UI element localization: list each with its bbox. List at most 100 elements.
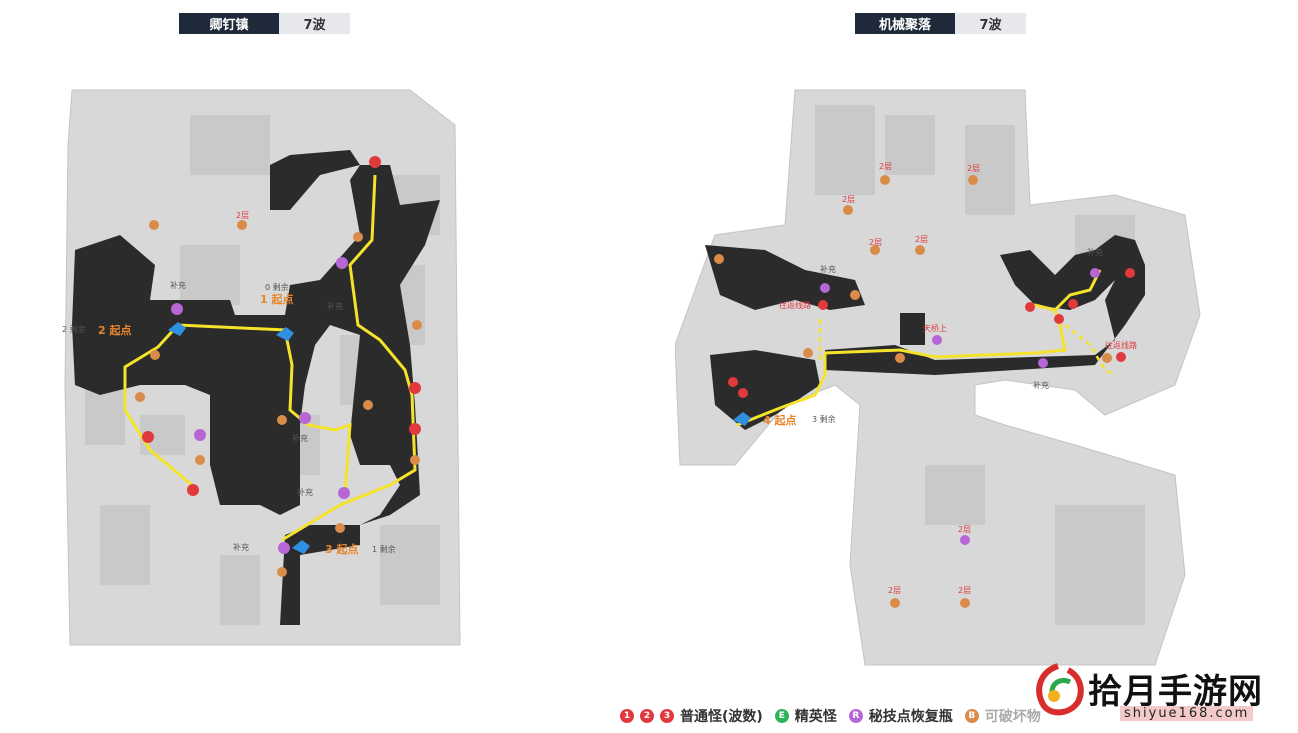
normal-marker bbox=[369, 156, 381, 168]
right-route-label: 往返线路 bbox=[1105, 340, 1137, 350]
left-map-wave: 7波 bbox=[279, 13, 350, 34]
left-map-start-icons bbox=[168, 322, 310, 554]
right-floor2-label: 2层 bbox=[888, 586, 901, 595]
breakable-marker bbox=[277, 567, 287, 577]
recover-marker bbox=[338, 487, 350, 499]
normal-marker bbox=[1125, 268, 1135, 278]
right-map-name: 机械聚落 bbox=[855, 13, 955, 34]
watermark-url: shiyue168.com bbox=[1120, 706, 1254, 721]
right-floor2-label: 2层 bbox=[879, 162, 892, 171]
right-map-buildings bbox=[815, 105, 1145, 625]
breakable-marker bbox=[915, 245, 925, 255]
recover-marker bbox=[336, 257, 348, 269]
breakable-marker bbox=[1102, 353, 1112, 363]
normal-marker bbox=[1054, 314, 1064, 324]
right-route-label: 往返线路 bbox=[779, 300, 811, 310]
breakable-marker bbox=[237, 220, 247, 230]
right-map-wave: 7波 bbox=[955, 13, 1026, 34]
legend-elite-label: 精英怪 bbox=[794, 709, 837, 725]
recover-marker bbox=[194, 429, 206, 441]
breakable-marker bbox=[714, 254, 724, 264]
left-map-name: 卿钉镇 bbox=[179, 13, 279, 34]
left-rem0-label: 0 剩余 bbox=[265, 282, 289, 292]
normal-marker bbox=[1025, 302, 1035, 312]
normal-marker bbox=[738, 388, 748, 398]
right-floor2-label: 2层 bbox=[967, 164, 980, 173]
legend-elite-icon: E bbox=[774, 709, 789, 723]
normal-marker bbox=[1068, 299, 1078, 309]
left-rem1-label: 1 剩余 bbox=[372, 544, 396, 554]
breakable-marker bbox=[195, 455, 205, 465]
right-map-header: 机械聚落 7波 bbox=[855, 13, 1026, 34]
left-map: 1 起点 2 起点 3 起点 0 剩余 2 剩余 1 剩余 补充 补充 补充 补… bbox=[62, 89, 461, 646]
legend-recover-icon: R bbox=[848, 709, 863, 723]
breakable-marker bbox=[843, 205, 853, 215]
left-supply-label: 补充 bbox=[170, 280, 186, 290]
right-map-markers bbox=[714, 175, 1135, 608]
normal-marker bbox=[728, 377, 738, 387]
breakable-marker bbox=[803, 348, 813, 358]
left-supply-label: 补充 bbox=[292, 433, 308, 443]
left-map-header: 卿钉镇 7波 bbox=[179, 13, 350, 34]
breakable-marker bbox=[870, 245, 880, 255]
normal-marker bbox=[1116, 352, 1126, 362]
left-start1-label: 1 起点 bbox=[260, 292, 293, 306]
legend-breakable-icon: B bbox=[964, 709, 979, 723]
right-floor2-label: 2层 bbox=[915, 235, 928, 244]
right-floor2-label: 2层 bbox=[869, 238, 882, 247]
start-icon bbox=[733, 412, 751, 426]
recover-marker bbox=[820, 283, 830, 293]
right-floor2-label: 2层 bbox=[958, 586, 971, 595]
breakable-marker bbox=[410, 455, 420, 465]
normal-marker bbox=[818, 300, 828, 310]
recover-marker bbox=[932, 335, 942, 345]
right-map-dashed-route bbox=[818, 315, 1116, 377]
right-bridge-label: 天桥上 bbox=[923, 323, 947, 333]
left-start2-label: 2 起点 bbox=[98, 323, 131, 337]
breakable-marker bbox=[880, 175, 890, 185]
right-rem3-label: 3 剩余 bbox=[812, 414, 836, 424]
right-floor2-label: 2层 bbox=[842, 195, 855, 204]
left-map-walkable bbox=[72, 165, 440, 625]
breakable-marker bbox=[363, 400, 373, 410]
right-floor2-label: 2层 bbox=[958, 525, 971, 534]
normal-marker bbox=[187, 484, 199, 496]
watermark: 拾月手游网 shiyue168.com bbox=[1030, 660, 1290, 730]
legend-normal-2-icon: 2 bbox=[640, 709, 654, 723]
legend-recover-label: 秘技点恢复瓶 bbox=[868, 709, 953, 725]
breakable-marker bbox=[353, 232, 363, 242]
left-supply-label: 补充 bbox=[327, 301, 343, 311]
recover-marker bbox=[171, 303, 183, 315]
right-supply-label: 补充 bbox=[1087, 247, 1103, 257]
normal-marker bbox=[409, 423, 421, 435]
left-map-spur bbox=[270, 150, 360, 210]
legend-normal-1-icon: 1 bbox=[620, 709, 634, 723]
watermark-logo-icon bbox=[1036, 663, 1084, 716]
breakable-marker bbox=[960, 598, 970, 608]
left-supply-label: 补充 bbox=[297, 487, 313, 497]
breakable-marker bbox=[335, 523, 345, 533]
legend-normal-label: 普通怪(波数) bbox=[680, 709, 763, 725]
left-floor2-label: 2层 bbox=[236, 211, 249, 220]
legend-breakable-label: 可破坏物 bbox=[984, 709, 1041, 725]
left-map-markers bbox=[135, 156, 422, 577]
breakable-marker bbox=[149, 220, 159, 230]
breakable-marker bbox=[412, 320, 422, 330]
breakable-marker bbox=[968, 175, 978, 185]
recover-marker bbox=[1038, 358, 1048, 368]
map-legend: 1 2 3 普通怪(波数) E 精英怪 R 秘技点恢复瓶 B 可破坏物 bbox=[620, 706, 1041, 726]
breakable-marker bbox=[277, 415, 287, 425]
normal-marker bbox=[142, 431, 154, 443]
start-icon bbox=[276, 327, 294, 341]
right-map-walkable bbox=[705, 235, 1145, 430]
breakable-marker bbox=[890, 598, 900, 608]
start-icon bbox=[168, 322, 186, 336]
start-icon bbox=[292, 540, 310, 554]
right-supply-label: 补充 bbox=[1033, 380, 1049, 390]
left-supply-label: 补充 bbox=[233, 542, 249, 552]
normal-marker bbox=[409, 382, 421, 394]
recover-marker bbox=[1090, 268, 1100, 278]
breakable-marker bbox=[895, 353, 905, 363]
left-rem2-label: 2 剩余 bbox=[62, 324, 86, 334]
breakable-marker bbox=[850, 290, 860, 300]
